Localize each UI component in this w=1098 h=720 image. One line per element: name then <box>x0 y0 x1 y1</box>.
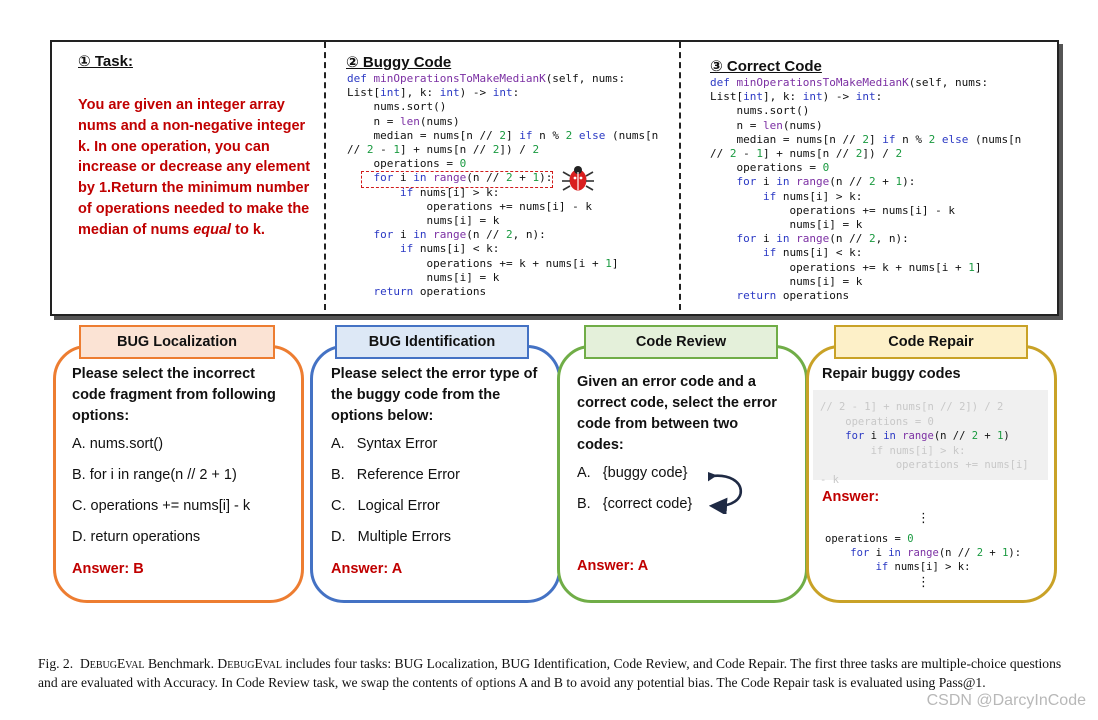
buggy-code-title: ② Buggy Code <box>346 54 452 71</box>
divider-1 <box>324 42 326 310</box>
bug-identification-question: Please select the error type of the bugg… <box>331 366 538 424</box>
swap-arrow-icon <box>708 470 743 514</box>
correct-code-block: def minOperationsToMakeMedianK(self, num… <box>710 76 1022 303</box>
bug-identification-label: BUG Identification <box>335 325 529 359</box>
correct-code-title: ③ Correct Code <box>710 58 822 75</box>
bug-highlight-box <box>361 171 553 188</box>
answer: Answer: <box>822 489 880 505</box>
option-a: A. {buggy code} <box>577 465 688 481</box>
option-a: A. Syntax Error <box>331 436 438 452</box>
bug-localization-card <box>53 345 304 603</box>
option-d: D. return operations <box>72 529 201 545</box>
figure-caption: Fig. 2. DebugEval Benchmark. DebugEval i… <box>38 656 1062 690</box>
option-b: B. {correct code} <box>577 496 693 512</box>
code-review-label: Code Review <box>584 325 778 359</box>
buggy-snippet: // 2 - 1] + nums[n // 2]) / 2 operations… <box>820 401 1029 486</box>
ellipsis-icon: ⋮ <box>917 574 930 589</box>
bug-localization-label: BUG Localization <box>79 325 275 359</box>
divider-2 <box>679 42 681 310</box>
option-c: C. operations += nums[i] - k <box>72 498 251 514</box>
answer: Answer: A <box>577 558 649 574</box>
task-title: ① Task: <box>78 53 133 70</box>
task-banner <box>50 40 1059 316</box>
option-c: C. Logical Error <box>331 498 440 514</box>
code-review-question: Given an error code and a correct code, … <box>577 374 777 453</box>
buggy-code-block: def minOperationsToMakeMedianK(self, num… <box>347 72 659 299</box>
answer: Answer: A <box>331 561 403 577</box>
bug-icon <box>562 166 594 191</box>
code-repair-question: Repair buggy codes <box>822 366 961 382</box>
watermark: CSDN @DarcyInCode <box>926 692 1086 709</box>
code-snippet-background <box>813 390 1048 480</box>
repaired-snippet: operations = 0 for i in range(n // 2 + 1… <box>825 533 1022 574</box>
bug-identification-card <box>310 345 561 603</box>
option-b: B. for i in range(n // 2 + 1) <box>72 467 237 483</box>
task-description: You are given an integer array nums and … <box>78 97 311 238</box>
code-repair-label: Code Repair <box>834 325 1028 359</box>
answer: Answer: B <box>72 561 144 577</box>
option-a: A. nums.sort() <box>72 436 164 452</box>
option-b: B. Reference Error <box>331 467 460 483</box>
ellipsis-icon: ⋮ <box>917 510 930 525</box>
option-d: D. Multiple Errors <box>331 529 452 545</box>
code-review-card <box>557 345 808 603</box>
bug-localization-question: Please select the incorrect code fragmen… <box>72 366 276 424</box>
